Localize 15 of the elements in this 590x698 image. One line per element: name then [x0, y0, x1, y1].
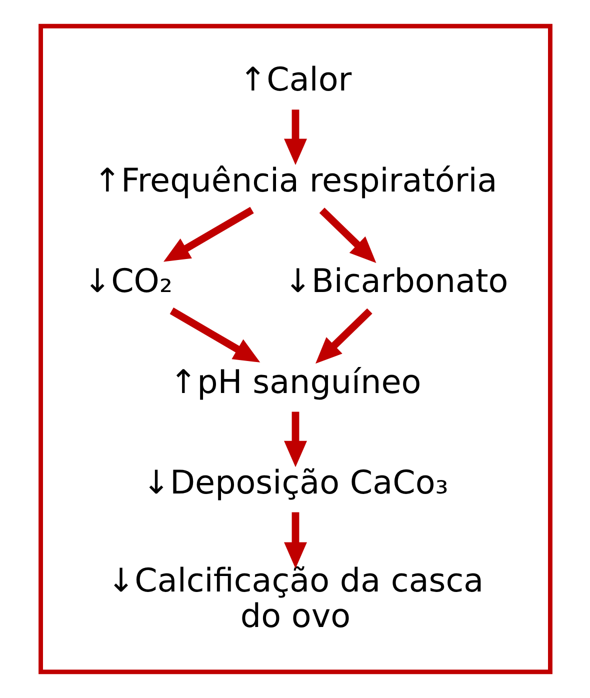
node-text: ↓Deposição CaCo₃	[142, 464, 448, 502]
cluster	[38, 24, 552, 674]
arrow	[169, 308, 260, 362]
arrow	[284, 110, 306, 166]
arrow	[284, 512, 306, 568]
node-text: ↑pH sanguíneo	[169, 362, 421, 401]
arrow	[163, 206, 254, 262]
arrow	[315, 308, 372, 364]
arrow	[318, 208, 376, 263]
node-text: ↓Bicarbonato	[284, 262, 508, 300]
node-text: ↓Calcificação da casca do ovo	[106, 561, 484, 635]
arrow	[284, 412, 306, 468]
node-text: ↑Frequência respiratória	[93, 161, 497, 200]
node-text: ↓CO₂	[83, 262, 172, 300]
node-text: ↑Calor	[238, 60, 352, 99]
